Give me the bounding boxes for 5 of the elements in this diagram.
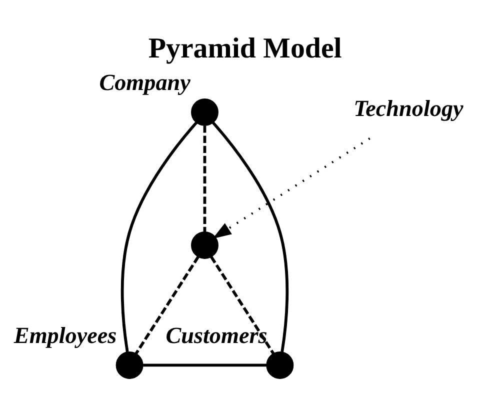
- node-label: Company: [99, 70, 190, 96]
- diagram-title: Pyramid Model: [148, 32, 342, 64]
- node-text: Technology: [354, 96, 464, 122]
- node-label: Customers: [166, 323, 268, 350]
- node-label: Employees: [14, 323, 117, 350]
